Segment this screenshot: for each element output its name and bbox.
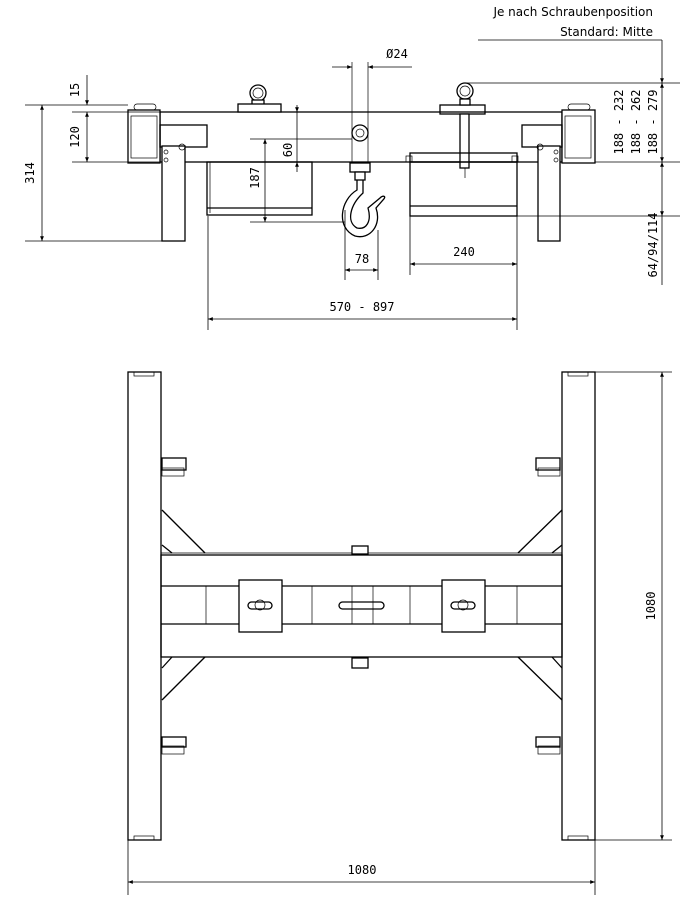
dim-height-range-2: 188 - 262 — [629, 89, 643, 154]
dim-height-range-3: 188 - 279 — [646, 89, 660, 154]
dim-120-label: 120 — [68, 126, 82, 148]
dim-78-label: 78 — [355, 252, 369, 266]
note-standard-middle: Standard: Mitte — [560, 25, 653, 39]
pivot-bolt — [351, 124, 369, 142]
left-rail — [127, 371, 162, 841]
eye-bolt-plate-left — [238, 579, 283, 633]
crane-hook — [341, 162, 386, 238]
cross-beam — [160, 554, 563, 658]
right-inner-block — [521, 124, 563, 148]
left-leg — [161, 145, 186, 242]
eye-bolt-plate-right — [441, 579, 486, 633]
dimension-lines — [25, 39, 680, 330]
left-fork-pocket — [206, 161, 313, 216]
left-inner-block — [159, 124, 208, 148]
eye-bolt-right — [439, 82, 486, 178]
side-view: 15 120 314 60 187 Ø24 78 240 570 - 897 1… — [23, 39, 680, 330]
dim-60-label: 60 — [281, 143, 295, 157]
dim-length-label: 1080 — [644, 592, 658, 621]
dim-span-label: 570 - 897 — [329, 300, 394, 314]
right-end-cap — [561, 103, 596, 164]
diagonal-braces — [161, 509, 563, 701]
dim-width-label: 1080 — [348, 863, 377, 877]
dim-diameter-label: Ø24 — [386, 47, 408, 61]
right-fork-pocket — [405, 152, 519, 217]
top-view: 1080 1080 — [127, 371, 672, 895]
eye-bolt-left — [237, 84, 282, 113]
nut-bottom — [351, 657, 369, 669]
rail-clamps — [161, 457, 561, 755]
hook-mount — [338, 601, 385, 610]
dim-187-label: 187 — [248, 167, 262, 189]
dim-15-label: 15 — [68, 83, 82, 97]
dim-314-label: 314 — [23, 162, 37, 184]
nut-top — [351, 545, 369, 555]
left-end-cap — [127, 103, 161, 164]
dim-240-label: 240 — [453, 245, 475, 259]
dim-fork-label: 64/94/114 — [646, 212, 660, 277]
right-rail — [561, 371, 596, 841]
dim-height-range-1: 188 - 232 — [612, 89, 626, 154]
right-leg — [537, 145, 561, 242]
note-screw-position: Je nach Schraubenposition — [492, 5, 653, 19]
